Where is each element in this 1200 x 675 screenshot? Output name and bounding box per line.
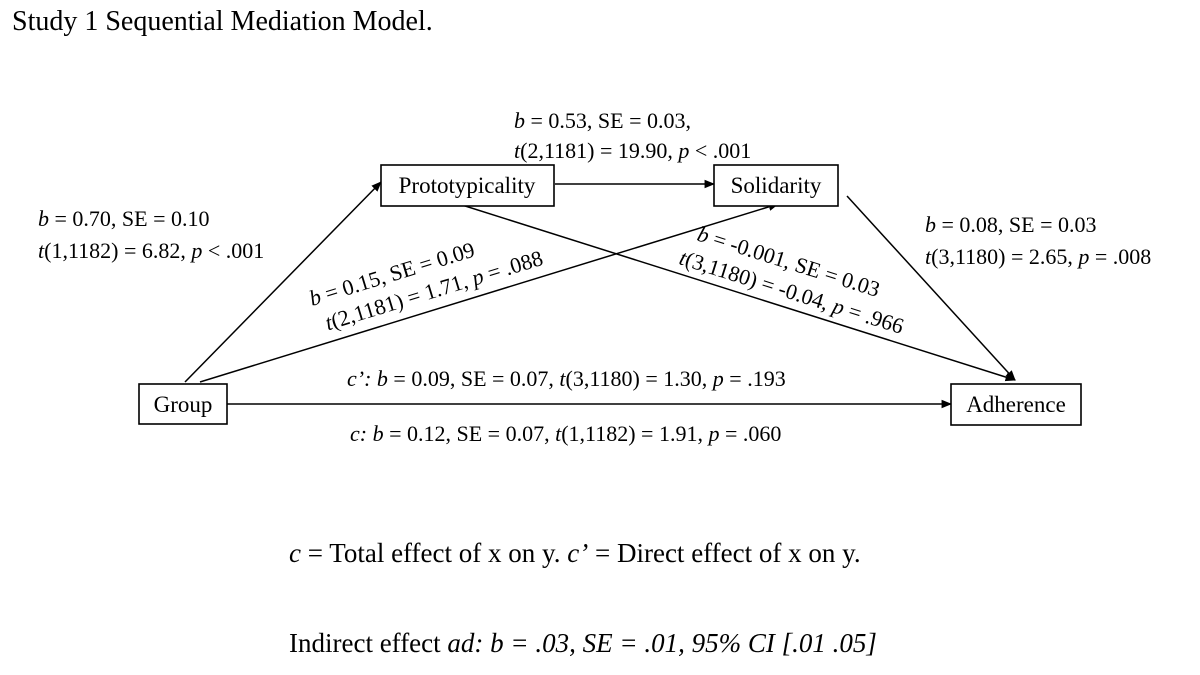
node-group-label: Group xyxy=(154,392,213,417)
svg-text:b = 0.08, SE = 0.03: b = 0.08, SE = 0.03 xyxy=(925,212,1097,237)
node-prototypicality-label: Prototypicality xyxy=(399,173,536,198)
svg-text:t(3,1180) = 2.65, p = .008: t(3,1180) = 2.65, p = .008 xyxy=(925,244,1151,269)
svg-text:t(2,1181) = 19.90, p < .001: t(2,1181) = 19.90, p < .001 xyxy=(514,138,751,163)
node-solidarity-label: Solidarity xyxy=(731,173,822,198)
edge-group-prototypicality xyxy=(184,181,382,383)
label-total-effect: c: b = 0.12, SE = 0.07, t(1,1182) = 1.91… xyxy=(350,421,781,446)
node-solidarity: Solidarity xyxy=(713,164,839,207)
label-prototypicality-adherence: b = -0.001, SE = 0.03 t(3,1180) = -0.04,… xyxy=(677,221,907,339)
svg-text:t(1,1182) = 6.82, p < .001: t(1,1182) = 6.82, p < .001 xyxy=(38,238,264,263)
edge-prototypicality-adherence xyxy=(461,204,1017,382)
figure-title: Study 1 Sequential Mediation Model. xyxy=(12,6,433,37)
edge-solidarity-adherence xyxy=(846,195,1016,381)
node-prototypicality: Prototypicality xyxy=(380,164,555,207)
svg-text:b = 0.53, SE = 0.03,: b = 0.53, SE = 0.03, xyxy=(514,108,691,133)
node-adherence-label: Adherence xyxy=(966,392,1066,417)
node-adherence: Adherence xyxy=(950,383,1082,426)
label-group-prototypicality: b = 0.70, SE = 0.10 t(1,1182) = 6.82, p … xyxy=(38,206,264,263)
label-solidarity-adherence: b = 0.08, SE = 0.03 t(3,1180) = 2.65, p … xyxy=(925,212,1151,269)
node-group: Group xyxy=(138,383,228,425)
note-indirect-effect: Indirect effect ad: b = .03, SE = .01, 9… xyxy=(289,628,877,658)
note-effect-definitions: c = Total effect of x on y. c’ = Direct … xyxy=(289,538,861,568)
label-prototypicality-solidarity: b = 0.53, SE = 0.03, t(2,1181) = 19.90, … xyxy=(514,108,751,163)
label-direct-effect: c’: b = 0.09, SE = 0.07, t(3,1180) = 1.3… xyxy=(347,366,786,391)
svg-text:b = 0.70, SE = 0.10: b = 0.70, SE = 0.10 xyxy=(38,206,210,231)
label-group-solidarity: b = 0.15, SE = 0.09 t(2,1181) = 1.71, p … xyxy=(306,237,546,335)
edge-group-solidarity xyxy=(199,202,780,383)
